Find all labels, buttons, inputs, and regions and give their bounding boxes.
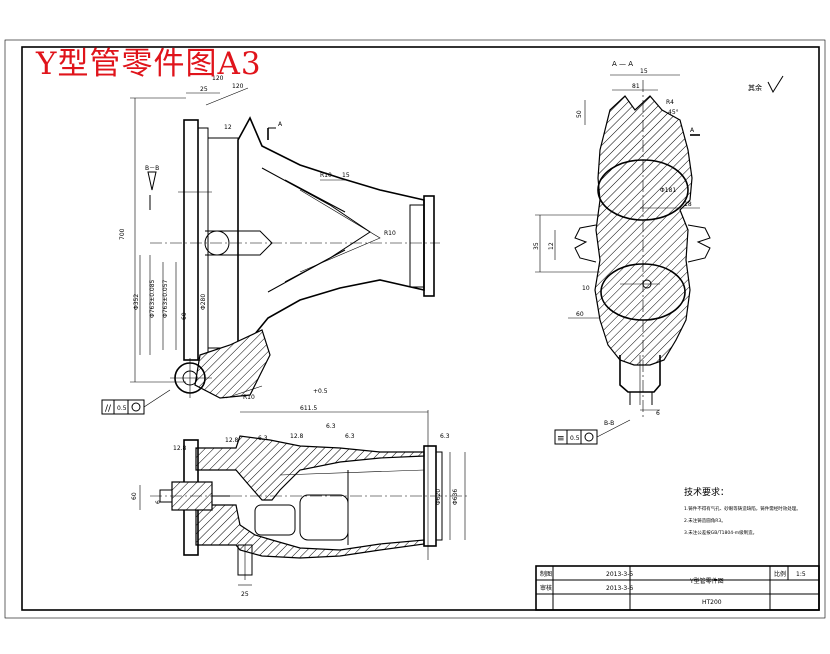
tb-row2-date: 2013-3-6 xyxy=(606,585,633,592)
notes-heading: 技术要求： xyxy=(684,486,729,498)
dim-top-left: 120 xyxy=(212,75,224,82)
rough-6: 6.3 xyxy=(345,433,355,440)
technical-notes: 技术要求： 1.铸件不得有气孔、砂眼等铸造缺陷，铸件需经时效处理。 2.未注铸造… xyxy=(684,486,801,536)
dim-phi636: Φ636 xyxy=(452,489,459,505)
inner-border xyxy=(21,46,820,611)
dim-81: 81 xyxy=(632,83,640,90)
tb-row2-label: 审核 xyxy=(540,584,552,592)
page-title: Y型管零件图A3 xyxy=(36,46,262,82)
svg-text:≡: ≡ xyxy=(557,434,565,444)
tb-ratio-label: 比例 xyxy=(774,570,786,578)
tb-row1-date: 2013-3-5 xyxy=(606,571,633,578)
tb-drawing-no: HT200 xyxy=(702,599,722,606)
rough-7: 6.3 xyxy=(440,433,450,440)
dim-top-r: 120 xyxy=(232,83,244,90)
dim-bb: B-B xyxy=(604,420,614,427)
section-mark-a: A xyxy=(278,121,283,128)
view-label-bb: B－B xyxy=(145,165,159,172)
roughness-general: 其余 xyxy=(748,75,784,94)
section-mark-a-right: A xyxy=(690,127,695,134)
dim-r10: R10 xyxy=(320,172,332,179)
dim-6: 6 xyxy=(656,410,660,417)
rough-4: 12.8 xyxy=(290,433,304,440)
svg-text://: // xyxy=(105,404,112,414)
front-view: B－B 700 Φ352 Φ763±0.085 Φ763±0.057 60 Φ2… xyxy=(101,75,440,415)
dim-60b: 60 xyxy=(576,311,584,318)
tolerance-left-value: 0.5 xyxy=(117,405,127,412)
notes-line-3: 3.未注公差按GB/T1804-m级制造。 xyxy=(684,529,757,536)
notes-line-2: 2.未注铸造圆角R3。 xyxy=(684,517,726,524)
dim-r4: R4 xyxy=(666,99,674,106)
rough-2: 12.8 xyxy=(225,437,239,444)
tb-part-name: Y型管零件图 xyxy=(689,577,724,585)
dim-15: 15 xyxy=(342,172,350,179)
section-a-a-view: A — A 81 15 50 R4 45° Φ181 18 35 xyxy=(533,60,711,445)
dim-hole-tol: 12 xyxy=(224,124,232,131)
tolerance-right-value: 0.5 xyxy=(570,435,580,442)
rough-1: 12.8 xyxy=(173,445,187,452)
bottom-section-view: 25 Φ620 Φ636 12.8 12.8 6.3 12.8 6.3 6.3 … xyxy=(131,410,470,598)
dim-bottom-left: 60 xyxy=(131,492,138,500)
dim-25: 25 xyxy=(241,591,249,598)
dim-plus: +0.5 xyxy=(313,388,328,395)
dim-35: 35 xyxy=(533,242,540,250)
dim-phi352: Φ352 xyxy=(133,294,140,310)
dim-top-w: 25 xyxy=(200,86,208,93)
dim-height: 700 xyxy=(119,228,126,240)
dim-phi-small: R10 xyxy=(384,230,396,237)
rough-3: 6.3 xyxy=(258,435,268,442)
dim-50: 50 xyxy=(576,110,583,118)
title-block: 制图 2013-3-5 审核 2013-3-6 Y型管零件图 HT200 比例 … xyxy=(535,565,820,611)
dim-phi280: Φ280 xyxy=(200,294,207,310)
tb-row1-label: 制图 xyxy=(540,570,552,578)
dim-45deg: 45° xyxy=(668,109,679,116)
dim-10: 10 xyxy=(582,285,590,292)
roughness-label: 其余 xyxy=(748,83,762,92)
outer-border xyxy=(4,39,826,619)
dim-bottom-5: 6 xyxy=(155,500,162,504)
dim-18: 18 xyxy=(684,201,692,208)
dim-r10-bottom: R10 xyxy=(243,394,255,401)
tb-ratio-value: 1:5 xyxy=(796,571,806,578)
dim-60: 60 xyxy=(181,312,188,320)
section-title: A — A xyxy=(612,60,633,68)
dim-phi181: Φ181 xyxy=(660,187,676,194)
dim-12: 12 xyxy=(548,242,555,250)
dim-phi620: Φ620 xyxy=(435,489,442,505)
dim-phi-tol2: Φ763±0.057 xyxy=(162,279,169,318)
dim-phi-tol1: Φ763±0.085 xyxy=(149,279,156,318)
rough-5: 6.3 xyxy=(326,423,336,430)
notes-line-1: 1.铸件不得有气孔、砂眼等铸造缺陷，铸件需经时效处理。 xyxy=(684,505,801,512)
dim-611: 611.5 xyxy=(300,405,317,412)
dim-15b: 15 xyxy=(640,68,648,75)
